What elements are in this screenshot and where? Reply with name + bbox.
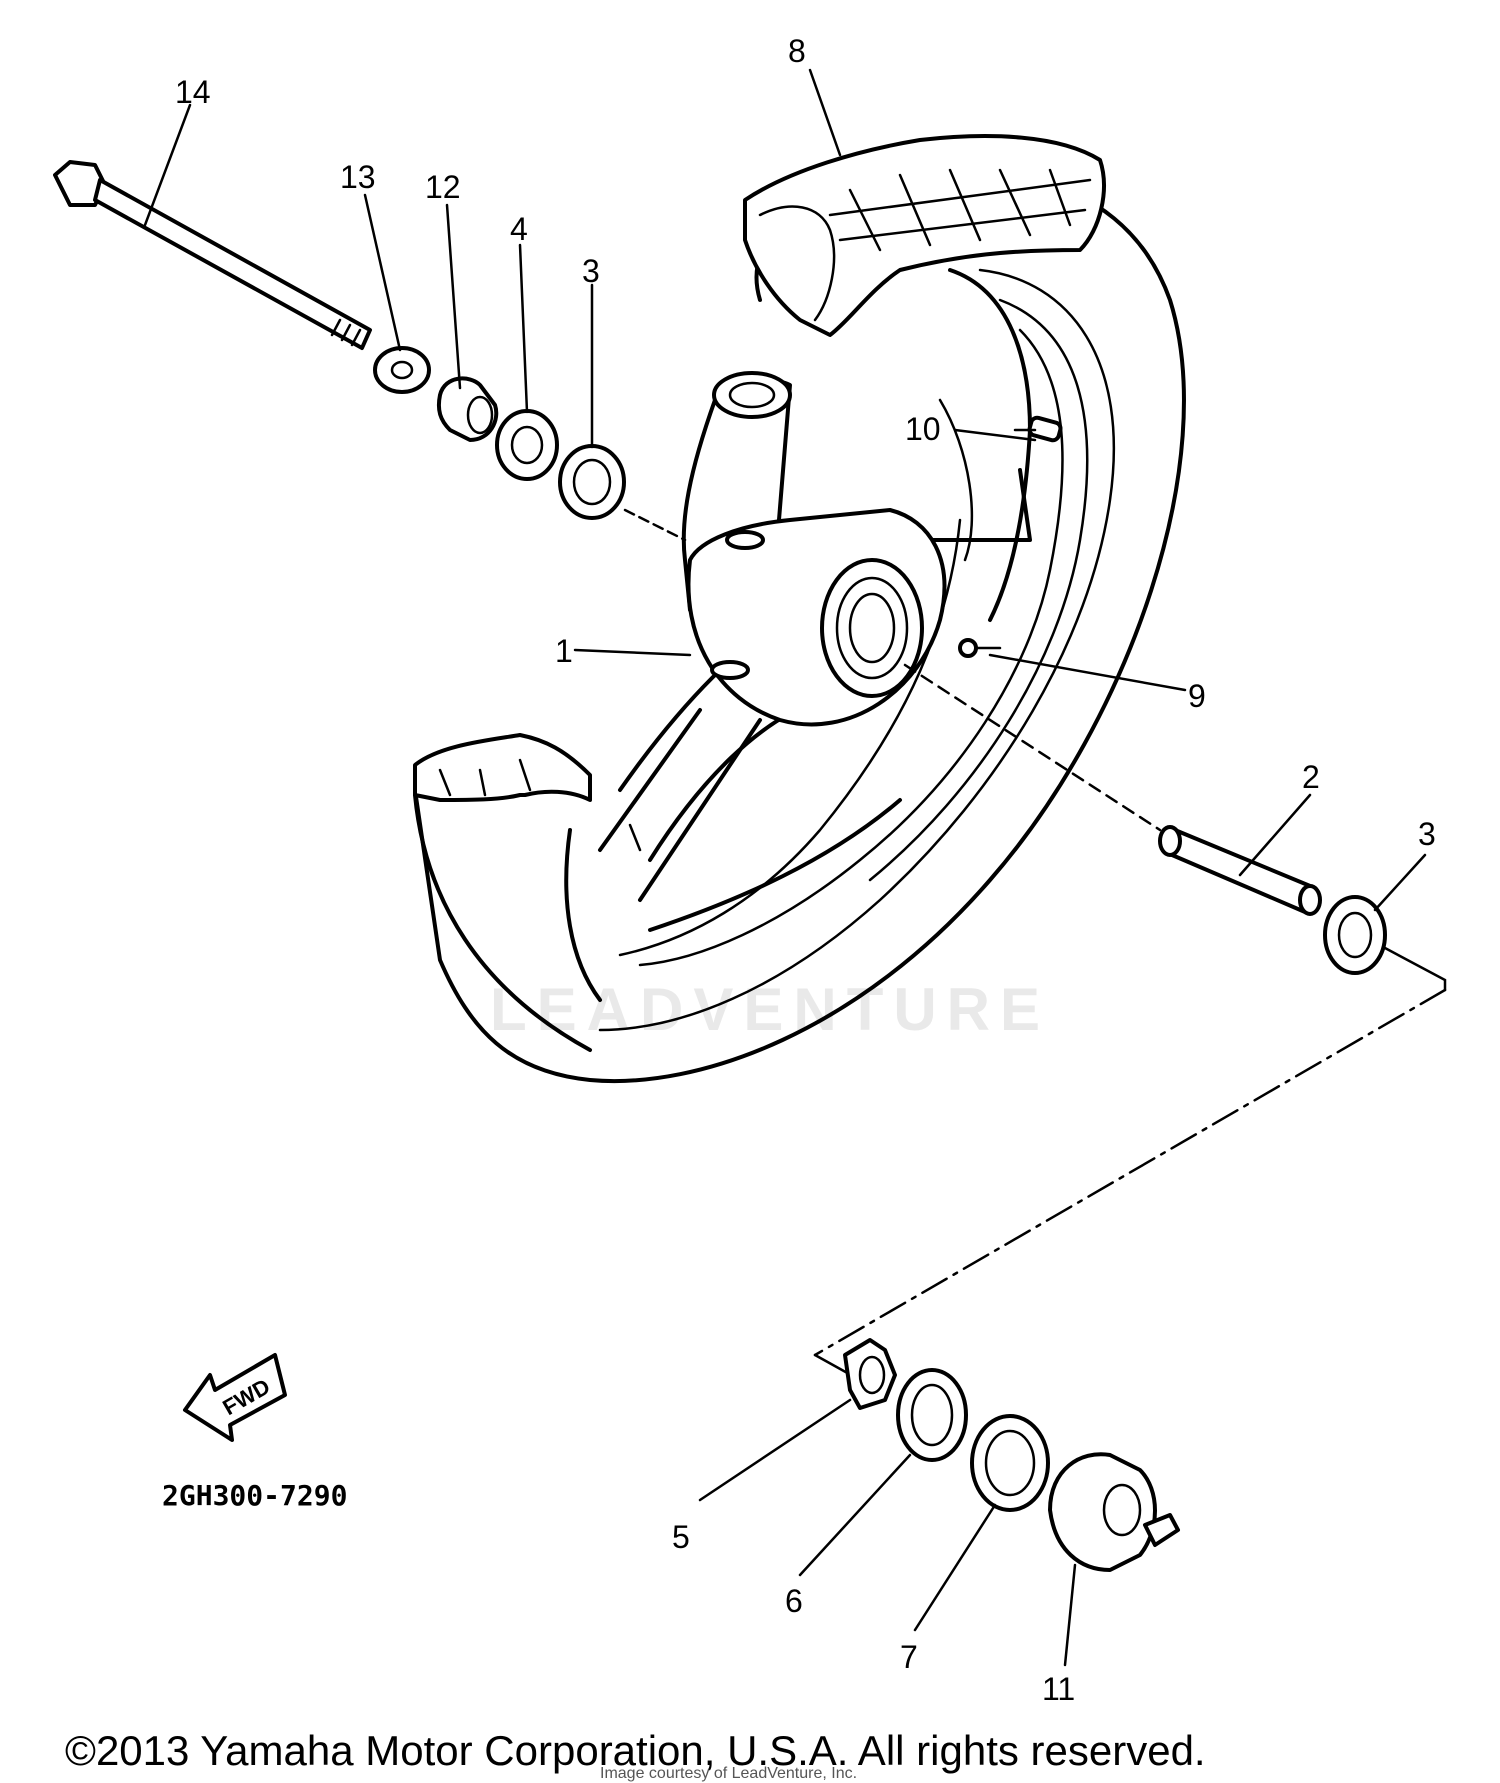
wheel-assembly — [413, 134, 1186, 1083]
callout-13: 12 — [425, 169, 461, 205]
callout-11: 11 — [1042, 1671, 1075, 1707]
image-credit: Image courtesy of LeadVenture, Inc. — [600, 1765, 857, 1782]
wheel-hub — [681, 371, 1002, 727]
fwd-arrow: FWD — [183, 1353, 287, 1442]
callout-9: 9 — [1188, 678, 1206, 714]
part-code: 2GH300-7290 — [162, 1479, 347, 1512]
spacer-2 — [1158, 825, 1322, 916]
bearing-3-top — [558, 444, 626, 520]
tire-section-bottom — [413, 733, 592, 802]
callout-3-top: 3 — [582, 253, 600, 289]
valve-stem — [1027, 415, 1063, 443]
speedometer-gear-unit-11 — [1048, 1452, 1180, 1572]
meter-clutch-5 — [843, 1338, 897, 1410]
bearing-3-right — [1323, 895, 1387, 975]
tire-section-top — [743, 134, 1106, 337]
callout-12: 14 — [175, 74, 211, 110]
oil-seal-6 — [896, 1368, 968, 1462]
callout-5: 5 — [672, 1519, 690, 1555]
watermark-text: LEADVENTURE — [490, 976, 1050, 1043]
washer-14 — [373, 346, 431, 394]
oil-seal-4 — [495, 409, 559, 481]
callout-6: 6 — [785, 1583, 803, 1619]
axle-bolt — [53, 160, 372, 350]
callout-14: 13 — [340, 159, 376, 195]
callout-2: 2 — [1302, 759, 1320, 795]
callout-7: 7 — [900, 1639, 918, 1675]
callout-8: 8 — [788, 33, 806, 69]
callout-4: 4 — [510, 211, 528, 247]
copyright-notice: ©2013 Yamaha Motor Corporation, U.S.A. A… — [65, 1727, 1206, 1774]
callout-3-right: 3 — [1418, 816, 1436, 852]
callout-10: 10 — [905, 411, 941, 447]
callout-1: 1 — [555, 633, 573, 669]
callout-leaders — [143, 68, 1427, 1667]
bearing-7 — [970, 1414, 1050, 1512]
collar-13 — [436, 376, 499, 442]
